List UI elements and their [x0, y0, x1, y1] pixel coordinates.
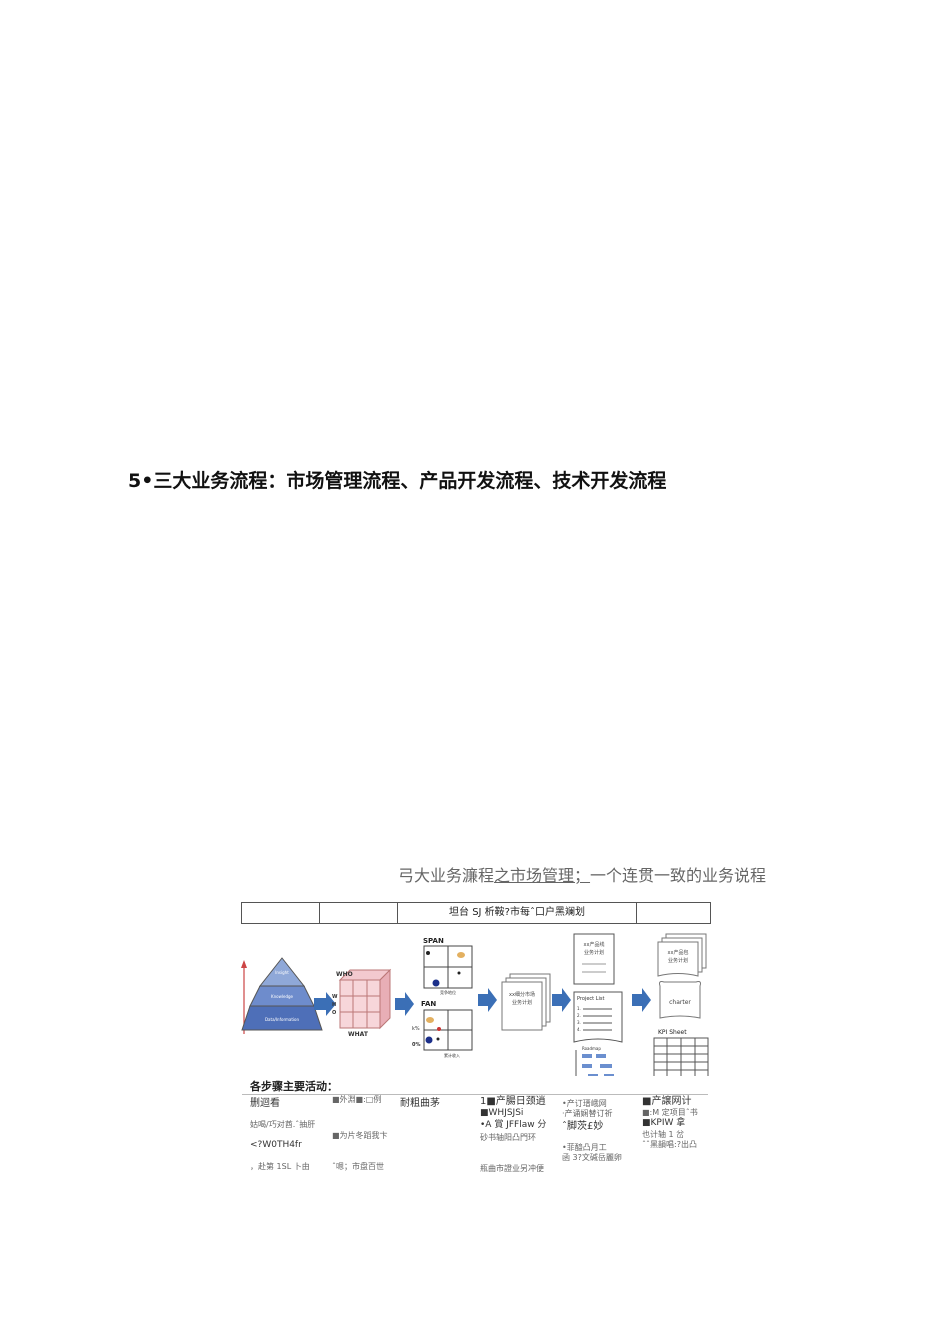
activity-column-2: ■外淵■:□例 ■为片冬蹈我卞 ˆ嗯；市盘百世 [332, 1095, 388, 1172]
flow-arrow-icon [478, 988, 497, 1012]
activity-text: 耐粗曲茅 [400, 1098, 440, 1109]
activity-text: •产订瑨峨网 [562, 1099, 607, 1108]
activity-text: ，赴第 1SL 卜由 [250, 1162, 310, 1172]
product-plan-document-icon [573, 933, 615, 985]
fan-axis-tick: k% [412, 1026, 420, 1032]
fan-point [425, 1036, 433, 1044]
cube-side-label: W [332, 994, 338, 1000]
fan-point [426, 1017, 434, 1023]
activity-text: 删迴看 [250, 1098, 280, 1109]
market-management-flow-diagram: Insight Knowledge Data/Information WHO W… [241, 933, 709, 1076]
activity-text: •菲醯凸月工 [562, 1142, 607, 1152]
project-list-item: 1. [577, 1006, 581, 1011]
flow-arrow-icon [632, 988, 651, 1012]
kpi-sheet-table-icon [653, 1037, 709, 1076]
section-heading: 5•三大业务流程：市场管理流程、产品开发流程、技术开发流程 [128, 470, 667, 492]
figure-header-table: 坦台 SJ 析鞍?市每ˆ口户黑斓划 [241, 902, 711, 924]
flow-arrow-icon [395, 992, 414, 1016]
activity-text: ■:M 定项目ˆ书 [642, 1108, 698, 1117]
header-cell [242, 903, 320, 923]
activity-text: <?W0TH4fr [250, 1140, 302, 1151]
activity-text: ˆ脚茨£妙 [562, 1120, 604, 1132]
activity-text: 姑喝/巧对酋.ˆ抽肝 [250, 1120, 316, 1129]
fan-point [436, 1037, 440, 1041]
activity-text: 砂书轴阳凸門环 [480, 1133, 536, 1143]
header-cell: 坦台 SJ 析鞍?市每ˆ口户黑斓划 [398, 903, 637, 923]
subtitle-part-1: 弓大业务濂程 [398, 866, 495, 885]
activity-column-1: 删迴看 姑喝/巧对酋.ˆ抽肝 <?W0TH4fr ，赴第 1SL 卜由 [250, 1097, 315, 1172]
roadmap-chart [575, 1050, 614, 1076]
activity-text: 1■产腸日颈逍 [480, 1096, 546, 1107]
span-label: SPAN [423, 937, 444, 945]
fan-label: FAN [421, 1000, 436, 1008]
activity-text: ·产诵娴替订祈 [562, 1109, 613, 1119]
charter-label: charter [669, 999, 691, 1006]
project-list-item: 4. [577, 1027, 581, 1032]
activity-column-6: ■产譲网计 ■:M 定项目ˆ书 ■KPIW 拿 也计轴 1 岔 ˆˆ黑韻唱:?出… [642, 1095, 698, 1151]
activity-column-4: 1■产腸日颈逍 ■WHJSJSi •A 賞 JFFlaw 分 砂书轴阳凸門环 瓶… [480, 1095, 546, 1174]
activities-title: 各步骤主要活动： [250, 1080, 338, 1093]
activity-text: ■为片冬蹈我卞 [332, 1131, 388, 1141]
product-plan-label: xx产品线 [584, 941, 605, 948]
activity-text: ˆ嗯；市盘百世 [332, 1161, 384, 1171]
pyramid-label: Knowledge [271, 994, 294, 999]
segment-plan-label: xx细分市场 [509, 991, 535, 998]
activity-text: 也计轴 1 岔 [642, 1130, 685, 1140]
fan-axis-tick: 0% [412, 1042, 421, 1048]
activity-text: ■外淵■:□例 [332, 1095, 382, 1104]
pyramid-axis-arrow [241, 960, 247, 968]
header-cell [320, 903, 398, 923]
flow-arrow-icon [314, 992, 336, 1016]
cube-who-label: WHO [336, 971, 353, 978]
cube-side-label: H [332, 1002, 336, 1008]
who-what-cube [338, 968, 392, 1030]
span-point [457, 971, 461, 975]
header-cell [637, 903, 710, 923]
activity-text: •A 賞 JFFlaw 分 [480, 1119, 547, 1130]
fan-axis-label: 累计收入 [444, 1052, 460, 1058]
span-point [457, 952, 465, 958]
activity-text: 函 3?文碱岳麗卵 [562, 1153, 622, 1163]
segment-plan-document-icon [501, 973, 551, 1031]
activity-text: ■KPIW 拿 [642, 1118, 686, 1129]
kpi-sheet-label: KPI Sheet [658, 1029, 687, 1036]
segment-plan-label: 业务计划 [512, 999, 532, 1006]
activities-divider [242, 1094, 708, 1095]
pyramid-base [241, 1005, 323, 1031]
product-package-plan-label: xx产品包 [668, 949, 689, 956]
cube-side-label: O [332, 1010, 336, 1016]
subtitle-part-2: 之市场管理； [494, 866, 591, 885]
product-package-plan-document-icon [657, 933, 707, 977]
charter-scroll-icon [659, 981, 701, 1019]
product-package-plan-label: 业务计划 [668, 957, 688, 964]
pyramid-label: Insight [275, 970, 289, 975]
subtitle-part-3: 一个连贯一致的业务说程 [590, 866, 767, 885]
roadmap-label: Roadmap [582, 1046, 601, 1051]
product-plan-label: 业务计划 [584, 949, 604, 956]
span-point [432, 979, 440, 987]
activity-column-5: •产订瑨峨网 ·产诵娴替订祈 ˆ脚茨£妙 •菲醯凸月工 函 3?文碱岳麗卵 [562, 1099, 622, 1164]
pyramid-label: Data/Information [265, 1017, 300, 1022]
fan-point [437, 1027, 441, 1031]
project-list-label: Project List [577, 996, 604, 1002]
activity-text: ■产譲网计 [642, 1096, 692, 1107]
activity-text: 瓶曲市證业另冲便 [480, 1163, 544, 1173]
figure-subtitle: 弓大业务濂程之市场管理；一个连贯一致的业务说程 [398, 862, 766, 886]
activity-text: ˆˆ黑韻唱:?出凸 [642, 1140, 697, 1150]
activity-column-3: 耐粗曲茅 [400, 1097, 440, 1110]
cube-what-label: WHAT [348, 1031, 369, 1038]
span-axis-label: 竞争地位 [440, 989, 456, 995]
activity-text: ■WHJSJSi [480, 1108, 524, 1118]
project-list-item: 3. [577, 1020, 581, 1025]
flow-arrow-icon [552, 988, 571, 1012]
span-point [426, 951, 430, 955]
project-list-item: 2. [577, 1013, 581, 1018]
